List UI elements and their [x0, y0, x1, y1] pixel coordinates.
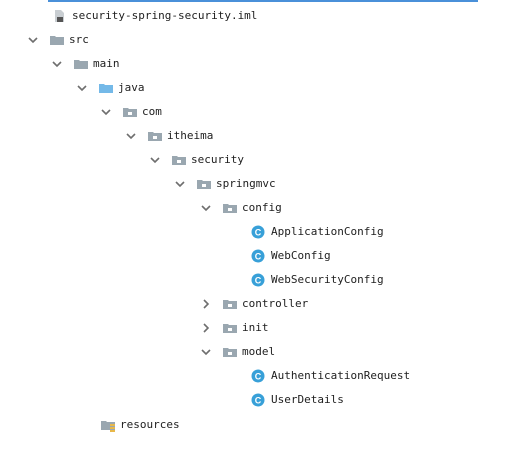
tree-item-label: src	[69, 33, 89, 46]
package-folder-icon	[171, 153, 187, 167]
java-class-icon: C	[251, 273, 267, 287]
tree-item-label: main	[93, 57, 120, 70]
tree-item-label: AuthenticationRequest	[271, 369, 411, 382]
chevron-down-icon[interactable]	[149, 154, 161, 166]
folder-icon	[73, 57, 89, 71]
svg-text:C: C	[255, 252, 262, 262]
tree-item-config[interactable]: config	[200, 197, 282, 219]
chevron-down-icon[interactable]	[27, 34, 39, 46]
java-class-icon: C	[251, 225, 267, 239]
top-accent-bar	[48, 0, 478, 2]
tree-item-label: ApplicationConfig	[271, 225, 384, 238]
tree-item-main[interactable]: main	[51, 53, 120, 75]
chevron-right-icon[interactable]	[200, 322, 212, 334]
tree-item-label: security-spring-security.iml	[72, 9, 258, 22]
tree-item-user-details[interactable]: C UserDetails	[251, 389, 344, 411]
tree-item-label: init	[242, 321, 269, 334]
chevron-down-icon[interactable]	[174, 178, 186, 190]
tree-item-java[interactable]: java	[76, 77, 145, 99]
tree-item-com[interactable]: com	[100, 101, 162, 123]
chevron-down-icon[interactable]	[125, 130, 137, 142]
java-class-icon: C	[251, 249, 267, 263]
tree-item-application-config[interactable]: C ApplicationConfig	[251, 221, 384, 243]
tree-item-label: model	[242, 345, 276, 358]
svg-text:C: C	[255, 228, 262, 238]
tree-item-init[interactable]: init	[200, 317, 269, 339]
chevron-down-icon[interactable]	[76, 82, 88, 94]
tree-item-label: com	[142, 105, 162, 118]
tree-item-label: security	[191, 153, 244, 166]
svg-text:C: C	[255, 396, 262, 406]
package-folder-icon	[222, 297, 238, 311]
package-folder-icon	[222, 201, 238, 215]
chevron-down-icon[interactable]	[200, 346, 212, 358]
package-folder-icon	[147, 129, 163, 143]
tree-item-label: itheima	[167, 129, 214, 142]
tree-item-web-config[interactable]: C WebConfig	[251, 245, 331, 267]
resources-folder-icon	[100, 418, 116, 432]
chevron-down-icon[interactable]	[100, 106, 112, 118]
chevron-right-icon[interactable]	[200, 298, 212, 310]
java-class-icon: C	[251, 369, 267, 383]
chevron-down-icon[interactable]	[51, 58, 63, 70]
svg-text:C: C	[255, 276, 262, 286]
package-folder-icon	[196, 177, 212, 191]
tree-item-controller[interactable]: controller	[200, 293, 308, 315]
tree-item-label: config	[242, 201, 282, 214]
tree-item-label: controller	[242, 297, 309, 310]
tree-item-authentication-request[interactable]: C AuthenticationRequest	[251, 365, 410, 387]
tree-item-label: springmvc	[216, 177, 276, 190]
tree-item-resources[interactable]: resources	[100, 414, 180, 436]
java-class-icon: C	[251, 393, 267, 407]
tree-item-label: resources	[120, 418, 180, 431]
tree-item-src[interactable]: src	[27, 29, 89, 51]
package-folder-icon	[222, 345, 238, 359]
tree-item-web-security-config[interactable]: C WebSecurityConfig	[251, 269, 384, 291]
tree-item-label: WebConfig	[271, 249, 331, 262]
package-folder-icon	[122, 105, 138, 119]
chevron-down-icon[interactable]	[200, 202, 212, 214]
svg-text:C: C	[255, 372, 262, 382]
tree-item-itheima[interactable]: itheima	[125, 125, 213, 147]
package-folder-icon	[222, 321, 238, 335]
module-file-icon	[52, 9, 68, 23]
tree-item-model[interactable]: model	[200, 341, 275, 363]
folder-icon	[49, 33, 65, 47]
tree-item-label: java	[118, 81, 145, 94]
tree-item-label: WebSecurityConfig	[271, 273, 384, 286]
tree-item-iml-file[interactable]: security-spring-security.iml	[52, 5, 257, 27]
source-folder-icon	[98, 81, 114, 95]
tree-item-springmvc[interactable]: springmvc	[174, 173, 276, 195]
tree-item-security[interactable]: security	[149, 149, 244, 171]
tree-item-label: UserDetails	[271, 393, 344, 406]
